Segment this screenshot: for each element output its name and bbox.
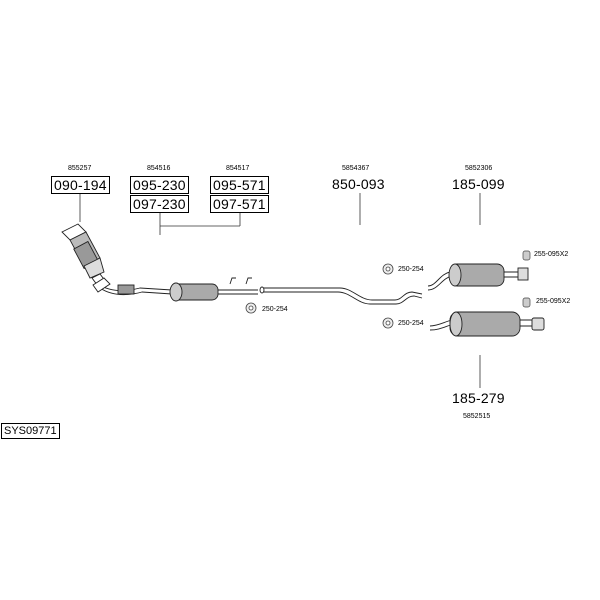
- middle-pipe[interactable]: [259, 286, 423, 305]
- article-number: 5852306: [465, 165, 493, 172]
- part-number-box[interactable]: 097-571: [210, 195, 269, 213]
- mount-icon: [522, 250, 531, 308]
- article-number: 855257: [68, 165, 92, 172]
- mount-label: 255-095X2: [534, 251, 569, 258]
- rear-muffler-185-099[interactable]: [427, 263, 529, 291]
- part-number-box[interactable]: 095-230: [130, 176, 189, 194]
- system-code: SYS09771: [1, 423, 60, 439]
- mount-label: 255-095X2: [536, 298, 571, 305]
- rear-muffler-185-279[interactable]: [429, 311, 545, 337]
- catalytic-converter[interactable]: [61, 223, 107, 287]
- clamp-label: 250-254: [262, 306, 288, 313]
- front-pipe[interactable]: [92, 277, 173, 296]
- part-number[interactable]: 185-099: [452, 176, 505, 192]
- part-number-box[interactable]: 097-230: [130, 195, 189, 213]
- clamp-icon: [245, 263, 394, 329]
- clamp-label: 250-254: [398, 320, 424, 327]
- article-number: 5852515: [463, 413, 491, 420]
- part-number[interactable]: 185-279: [452, 390, 505, 406]
- part-number-box[interactable]: 095-571: [210, 176, 269, 194]
- article-number: 854517: [226, 165, 250, 172]
- article-number: 854516: [147, 165, 171, 172]
- part-number-box[interactable]: 090-194: [51, 176, 110, 194]
- article-number: 5854367: [342, 165, 370, 172]
- clamp-label: 250-254: [398, 266, 424, 273]
- part-number[interactable]: 850-093: [332, 176, 385, 192]
- center-muffler[interactable]: [169, 277, 258, 302]
